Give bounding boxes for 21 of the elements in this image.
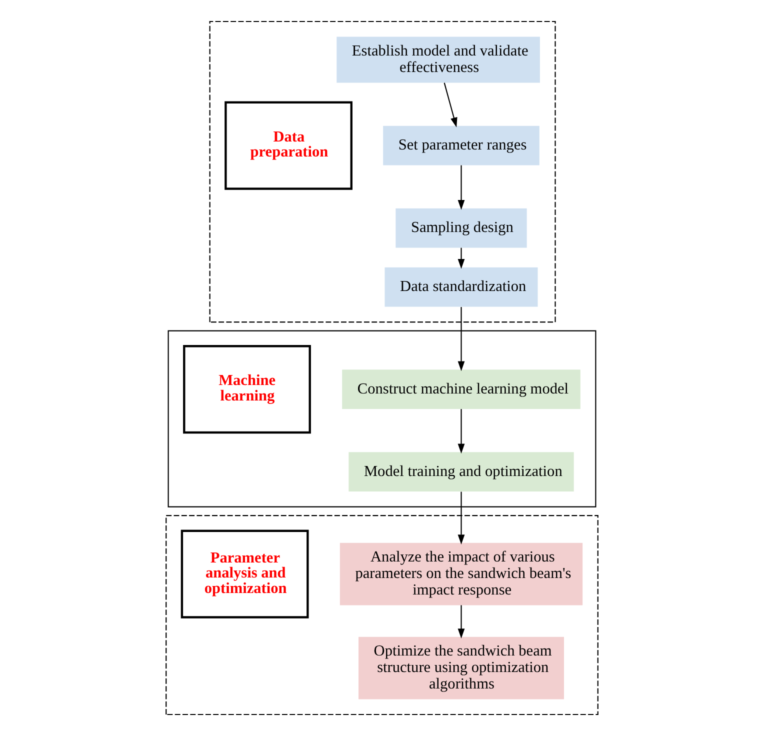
arrow — [458, 307, 465, 372]
node-box: Set parameter ranges — [383, 126, 540, 166]
node-box: Data standardization — [384, 267, 538, 307]
node-box: Machine learning — [183, 345, 311, 434]
cluster — [168, 330, 596, 508]
node-box: Data preparation — [224, 101, 352, 190]
arrow — [444, 82, 458, 128]
arrow — [458, 492, 465, 544]
arrow — [458, 409, 465, 454]
node-box: Model training and optimization — [348, 452, 574, 492]
node-box: Optimize the sandwich beam structure using optimization algorithms — [358, 636, 564, 700]
node-box: Analyze the impact of various parameters on the sandwich beam's impact response — [340, 542, 583, 606]
node-box: Parameter analysis and optimization — [180, 530, 309, 618]
arrow — [458, 248, 465, 269]
arrow — [458, 165, 465, 210]
node-box: Construct machine learning model — [342, 370, 580, 409]
arrow — [458, 605, 465, 638]
node-box: Establish model and validate effectiveness — [336, 36, 540, 83]
node-box: Sampling design — [396, 208, 527, 248]
cluster — [166, 515, 598, 716]
cluster — [209, 20, 556, 323]
